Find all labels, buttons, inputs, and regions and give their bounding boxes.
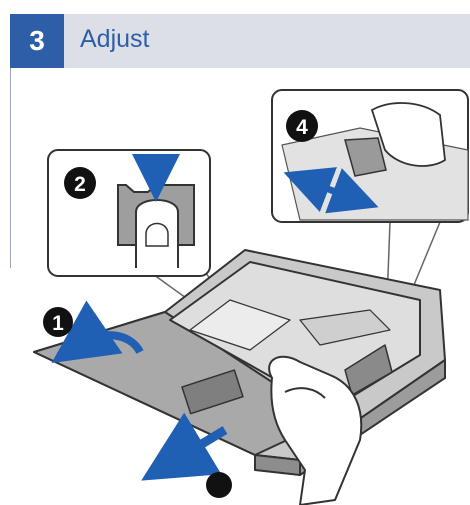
zoom-panel-step4: 4 — [271, 89, 469, 223]
step-header — [10, 14, 470, 68]
step-title: Adjust — [80, 25, 150, 53]
side-rule — [10, 68, 11, 268]
slide-arrow — [283, 167, 379, 214]
hand-illustration — [268, 355, 363, 505]
callout-step1: 1 — [43, 307, 73, 337]
paper-guide — [344, 137, 387, 177]
callout-number-4: 4 — [296, 116, 308, 139]
callout-number-2: 2 — [74, 173, 86, 196]
step-number-badge: 3 — [10, 14, 64, 68]
open-arrow — [51, 300, 144, 364]
hand-on-guide — [370, 102, 446, 167]
zoom-panel-step2: 2 — [47, 149, 211, 277]
pull-arrow — [141, 412, 228, 481]
callout-number-1: 1 — [52, 312, 64, 335]
paper-tray — [33, 249, 446, 476]
callout-partial — [206, 472, 232, 498]
step-number: 3 — [29, 25, 45, 56]
